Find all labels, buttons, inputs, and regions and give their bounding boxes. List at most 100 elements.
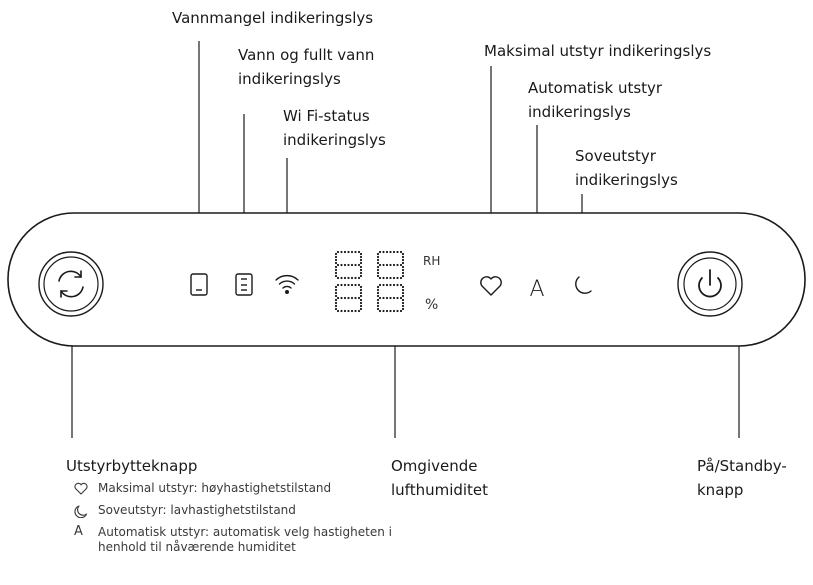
- display-dot: [340, 250, 343, 254]
- label-humidity-line1: Omgivende: [391, 457, 478, 475]
- display-dot: [334, 307, 338, 311]
- display-dot: [401, 294, 405, 298]
- display-dot: [354, 263, 357, 267]
- display-dot: [401, 252, 405, 256]
- display-dot: [376, 261, 380, 265]
- panel-body: [7, 212, 806, 347]
- display-dot: [399, 283, 403, 287]
- display-dot: [359, 265, 363, 269]
- display-dot: [376, 265, 380, 269]
- percent-label: %: [425, 297, 439, 313]
- display-dot: [357, 283, 361, 287]
- cycle-icon: [58, 270, 84, 298]
- display-dot: [382, 263, 385, 267]
- display-dot: [350, 263, 354, 267]
- display-dot: [392, 263, 396, 267]
- display-dot: [401, 258, 405, 262]
- list-item-text: Soveutstyr: lavhastighetstilstand: [98, 503, 296, 517]
- display-dot: [359, 304, 363, 308]
- display-dot: [334, 258, 338, 262]
- display-dot: [392, 250, 396, 254]
- display-dot: [396, 276, 399, 280]
- display-dot: [376, 274, 380, 278]
- display-dot: [334, 294, 338, 298]
- display-dot: [347, 309, 350, 313]
- display-dot: [336, 309, 340, 313]
- display-dot: [340, 309, 343, 313]
- label-sleep-gear-line1: Soveutstyr: [575, 147, 656, 165]
- display-dot: [401, 307, 405, 311]
- display-dot: [401, 274, 405, 278]
- display-dot: [359, 307, 363, 311]
- display-dot: [401, 298, 405, 302]
- label-power-line2: knapp: [697, 481, 744, 499]
- display-dot: [392, 276, 396, 280]
- display-dot: [382, 276, 385, 280]
- display-dot: [385, 263, 389, 267]
- display-dot: [359, 274, 363, 278]
- display-dot: [401, 301, 405, 305]
- display-dot: [336, 296, 340, 300]
- display-dot: [378, 283, 382, 287]
- display-dot: [334, 301, 338, 305]
- display-dot: [396, 309, 399, 313]
- display-dot: [392, 296, 396, 300]
- display-dot: [336, 276, 340, 280]
- display-dot: [399, 263, 403, 267]
- display-dot: [334, 271, 338, 275]
- display-dot: [343, 283, 347, 287]
- display-dot: [385, 276, 389, 280]
- display-dot: [347, 250, 350, 254]
- display-dot: [376, 307, 380, 311]
- display-dot: [343, 250, 347, 254]
- display-dot: [350, 250, 354, 254]
- display-dot: [399, 276, 403, 280]
- display-dot: [376, 294, 380, 298]
- display-dot: [376, 258, 380, 262]
- display-dot: [376, 255, 380, 259]
- display-dot: [359, 255, 363, 259]
- display-dot: [357, 309, 361, 313]
- display-dot: [334, 285, 338, 289]
- display-dot: [354, 276, 357, 280]
- moon-icon: [74, 505, 88, 518]
- label-max-gear: Maksimal utstyr indikeringslys: [484, 42, 712, 60]
- mode-list: Maksimal utstyr: høyhastighetstilstand S…: [74, 481, 404, 562]
- display-dot: [357, 263, 361, 267]
- display-dot: [401, 268, 405, 272]
- display-dot: [334, 298, 338, 302]
- display-dot: [382, 250, 385, 254]
- moon-icon: [575, 276, 592, 294]
- display-dot: [401, 285, 405, 289]
- display-dot: [334, 268, 338, 272]
- display-dot: [399, 309, 403, 313]
- mode-switch-button[interactable]: [38, 251, 104, 317]
- display-dot: [334, 261, 338, 265]
- list-item-text: Maksimal utstyr: høyhastighetstilstand: [98, 481, 332, 495]
- display-dot: [359, 252, 363, 256]
- display-dot: [376, 291, 380, 295]
- power-button[interactable]: [677, 251, 743, 317]
- display-dot: [378, 263, 382, 267]
- display-dot: [401, 265, 405, 269]
- display-dot: [389, 296, 392, 300]
- display-dot: [343, 276, 347, 280]
- display-dot: [336, 263, 340, 267]
- display-dot: [350, 309, 354, 313]
- display-dot: [359, 298, 363, 302]
- label-humidity-line2: lufthumiditet: [391, 481, 489, 499]
- display-dot: [334, 255, 338, 259]
- list-item-max: Maksimal utstyr: høyhastighetstilstand: [74, 481, 404, 496]
- display-dot: [376, 271, 380, 275]
- display-dot: [382, 296, 385, 300]
- humidity-display: [334, 250, 405, 313]
- label-wifi-line2: indikeringslys: [283, 131, 386, 149]
- auto-a-icon: A: [74, 524, 83, 539]
- display-dot: [340, 283, 343, 287]
- display-dot: [334, 252, 338, 256]
- display-dot: [385, 250, 389, 254]
- display-dot: [376, 304, 380, 308]
- wifi-icon: [275, 274, 299, 295]
- display-dot: [359, 268, 363, 272]
- display-dot: [401, 304, 405, 308]
